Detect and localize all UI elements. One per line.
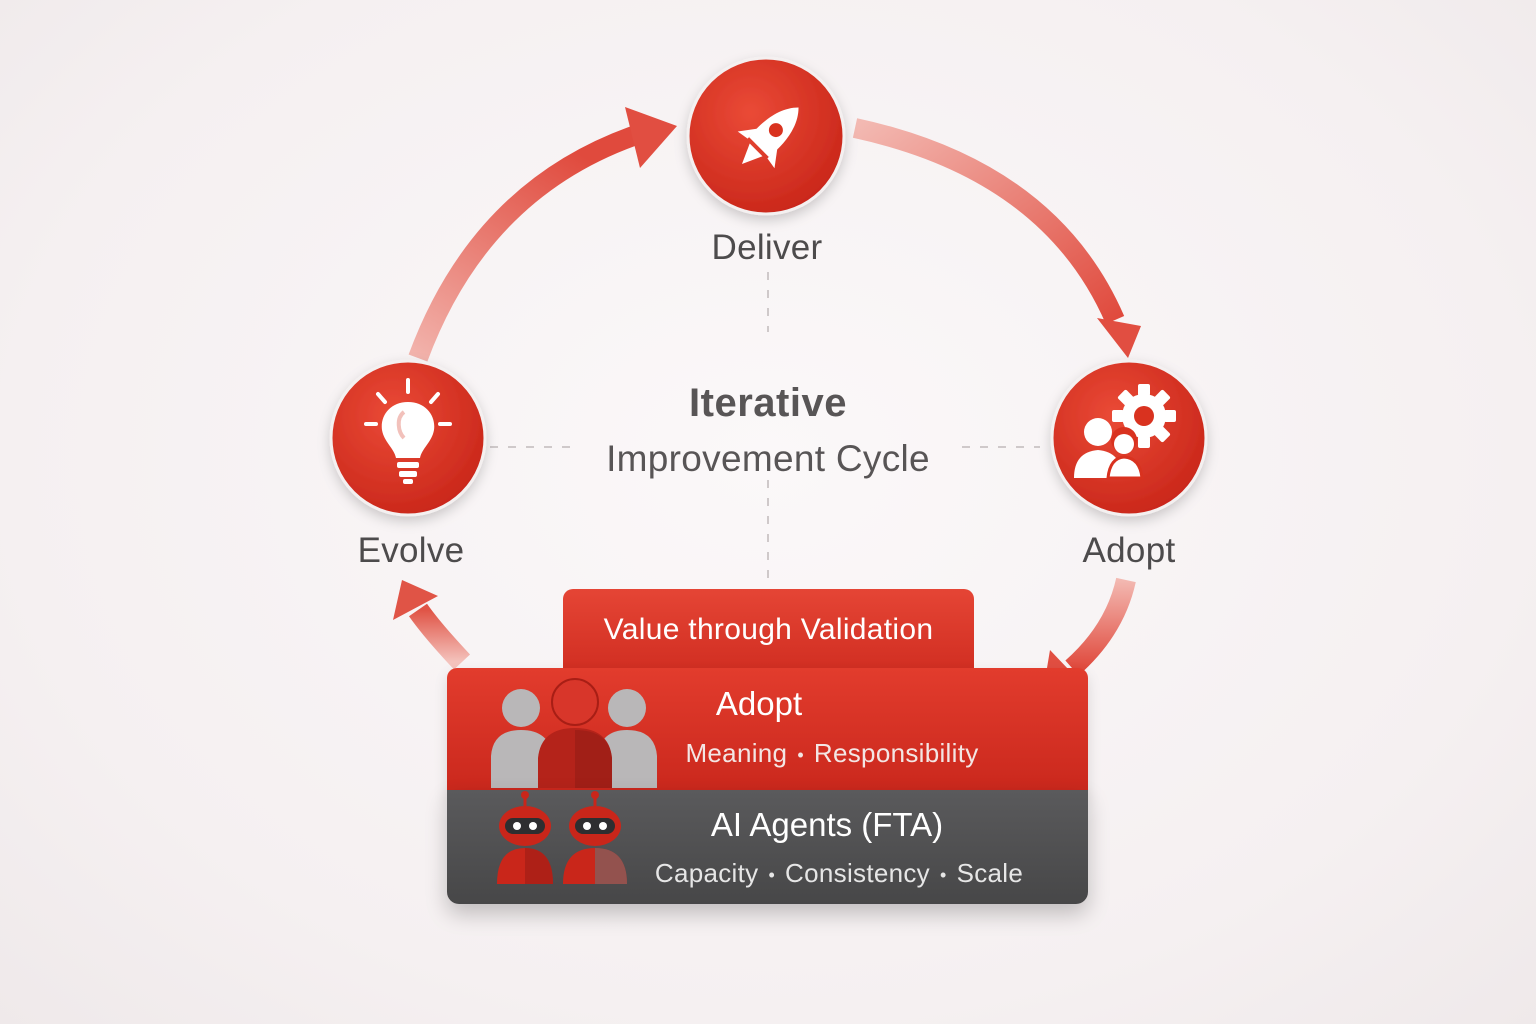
adopt-label: Adopt xyxy=(1082,531,1176,570)
rocket-icon xyxy=(737,107,799,169)
center-title: Iterative Improvement Cycle xyxy=(606,381,930,480)
agent-item-consistency: Consistency xyxy=(785,858,930,888)
robot-right xyxy=(563,791,627,884)
agent-layer-items: Capacity•Consistency•Scale xyxy=(654,858,1024,888)
value-tab-label: Value through Validation xyxy=(603,613,934,646)
arrow-evolve-to-deliver xyxy=(408,107,677,362)
human-item-responsibility: Responsibility xyxy=(813,738,979,768)
arrow-deliver-to-adopt xyxy=(852,118,1141,358)
people-gear-icon xyxy=(1074,384,1176,480)
agent-item-scale: Scale xyxy=(956,858,1024,888)
robot-left xyxy=(497,791,553,884)
people-group-icon xyxy=(491,678,657,788)
robots-icon xyxy=(497,791,627,884)
arrow-panel-to-evolve xyxy=(393,580,471,670)
agent-layer: AI Agents (FTA) Capacity•Consistency•Sca… xyxy=(447,790,1088,904)
center-title-line1: Iterative xyxy=(689,381,847,425)
human-layer-items: Meaning•Responsibility xyxy=(685,738,979,768)
lightbulb-icon xyxy=(364,378,452,484)
center-title-line2: Improvement Cycle xyxy=(606,438,930,479)
evolve-label: Evolve xyxy=(357,531,465,570)
agent-layer-title: AI Agents (FTA) xyxy=(710,806,944,843)
deliver-label: Deliver xyxy=(711,228,823,267)
human-item-meaning: Meaning xyxy=(685,738,788,768)
guide-lines xyxy=(490,272,1040,585)
human-layer-title: Adopt xyxy=(715,685,803,722)
human-layer: Adopt Meaning•Responsibility xyxy=(447,668,1088,798)
agent-item-capacity: Capacity xyxy=(654,858,759,888)
value-tab: Value through Validation xyxy=(563,589,974,679)
